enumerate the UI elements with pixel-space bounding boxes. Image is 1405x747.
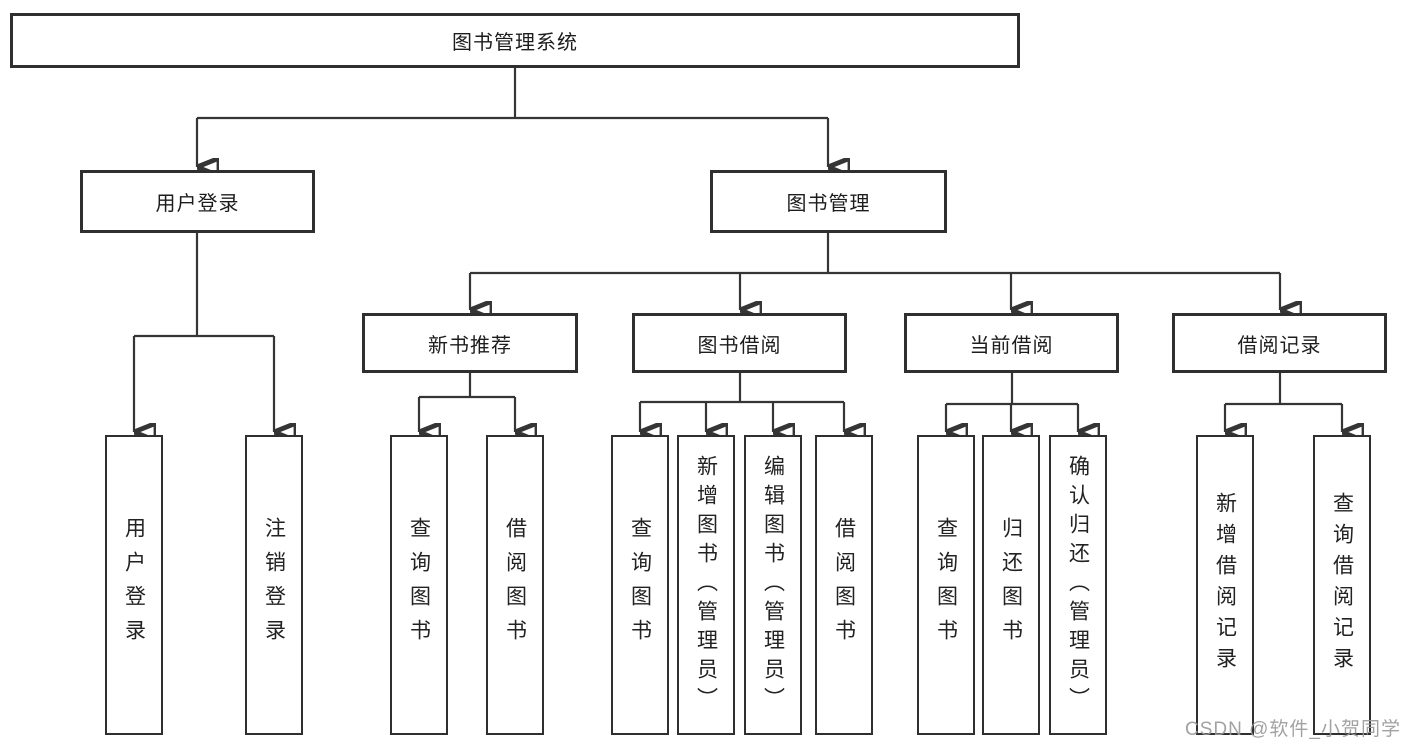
- node-new-book-rec: 新书推荐: [362, 313, 578, 373]
- node-ul-logout: 注销登录: [245, 435, 303, 735]
- node-bb-edit: 编辑图书（管理员）: [744, 435, 802, 735]
- node-borrow-records-label: 借阅记录: [1237, 334, 1322, 357]
- node-ul-logout-label: 注销登录: [262, 517, 286, 653]
- node-cb-confirm-label: 确认归还（管理员）: [1066, 454, 1090, 716]
- node-user-login-label: 用户登录: [155, 193, 240, 215]
- node-bb-add: 新增图书（管理员）: [677, 435, 735, 735]
- node-root: 图书管理系统: [10, 13, 1020, 68]
- node-new-book-rec-label: 新书推荐: [428, 334, 512, 357]
- node-user-login: 用户登录: [80, 170, 315, 233]
- node-nr-query-label: 查询图书: [407, 517, 431, 653]
- node-ul-login-label: 用户登录: [122, 517, 146, 653]
- node-cb-confirm: 确认归还（管理员）: [1049, 435, 1107, 735]
- node-br-add-label: 新增借阅记录: [1213, 492, 1237, 678]
- node-book-borrow-label: 图书借阅: [697, 334, 782, 357]
- node-book-mgmt: 图书管理: [710, 170, 947, 233]
- node-cb-query-label: 查询图书: [934, 517, 958, 653]
- node-bb-borrow: 借阅图书: [815, 435, 873, 735]
- node-cb-return-label: 归还图书: [999, 517, 1023, 653]
- node-borrow-records: 借阅记录: [1172, 313, 1387, 373]
- node-bb-query-label: 查询图书: [628, 517, 652, 653]
- node-current-borrow: 当前借阅: [904, 313, 1119, 373]
- node-current-borrow-label: 当前借阅: [969, 334, 1054, 357]
- node-bb-borrow-label: 借阅图书: [832, 517, 856, 653]
- node-nr-query: 查询图书: [390, 435, 448, 735]
- node-root-label: 图书管理系统: [452, 32, 578, 54]
- node-br-query-label: 查询借阅记录: [1330, 492, 1354, 678]
- node-bb-edit-label: 编辑图书（管理员）: [761, 454, 785, 716]
- node-book-borrow: 图书借阅: [632, 313, 847, 373]
- node-bb-query: 查询图书: [611, 435, 669, 735]
- csdn-watermark: CSDN @软件_小贺同学: [1185, 719, 1401, 740]
- node-br-add: 新增借阅记录: [1196, 435, 1254, 735]
- node-br-query: 查询借阅记录: [1313, 435, 1371, 735]
- node-cb-return: 归还图书: [982, 435, 1040, 735]
- node-book-mgmt-label: 图书管理: [786, 193, 871, 215]
- node-bb-add-label: 新增图书（管理员）: [694, 454, 718, 716]
- node-ul-login: 用户登录: [105, 435, 163, 735]
- node-nr-borrow-label: 借阅图书: [503, 517, 527, 653]
- node-cb-query: 查询图书: [917, 435, 975, 735]
- node-nr-borrow: 借阅图书: [486, 435, 544, 735]
